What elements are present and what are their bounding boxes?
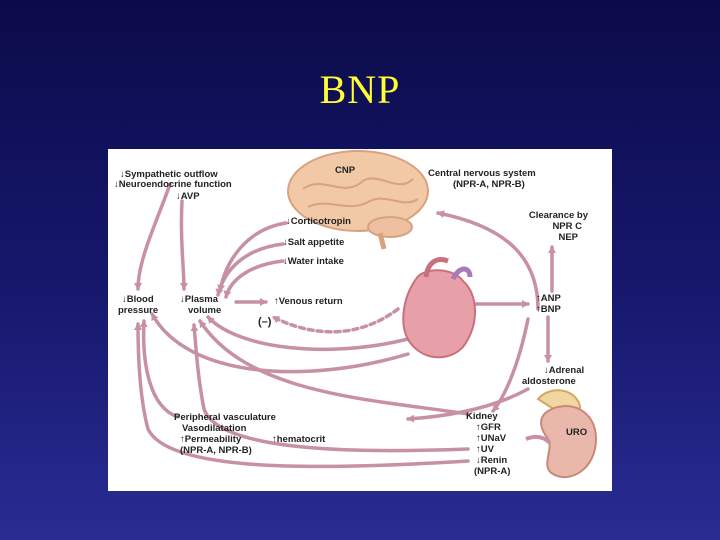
periph-label-3: ↑Permeability [180,434,242,445]
kidney-illustration [525,389,598,479]
arrow-cns-blood-pressure [134,182,172,291]
kidney-label-2: ↑GFR [476,422,501,433]
kidney-label-6: (NPR-A) [474,466,511,477]
arrow-bnp-kidney [491,317,530,413]
arrow-water-intake [223,259,285,299]
adrenal-label-1: ↓Adrenal [544,365,585,376]
arrow-heart-to-bp [150,312,410,374]
negative-feedback-symbol: (–) [258,316,272,328]
heart-illustration [402,257,476,359]
blood-pressure-label-1: ↓Blood [122,294,154,305]
anp-label: ↑ANP [536,293,561,304]
uro-label: URO [566,427,588,438]
arrow-adrenal-loop [406,387,530,423]
periph-label-2: Vasodilatation [182,423,247,434]
kidney-label-3: ↑UNaV [476,433,507,444]
cns-label: Central nervous system [428,168,536,179]
arrow-avp-plasma [179,199,188,291]
clearance-label-2: NPR C [552,221,582,232]
sympathetic-label: ↓Sympathetic outflow [120,169,218,180]
arrow-corticotropin [217,221,288,293]
neuroendocrine-label: ↓Neuroendocrine function [114,179,232,190]
arrow-salt-appetite [215,242,285,297]
arrow-periph-to-bp [139,319,180,419]
brain-illustration [287,150,429,250]
diagram-arrows [134,150,598,479]
arrow-kidney-to-plasma [198,319,470,416]
corticotropin-label: ↓Corticotropin [286,216,351,227]
arrow-outer-loop-bp [134,322,470,469]
plasma-volume-label-2: volume [188,305,222,316]
periph-label-1: Peripheral vasculature [174,412,276,423]
plasma-volume-label-1: ↓Plasma [180,294,219,305]
arrow-heart-to-plasma [206,315,410,352]
clearance-label-1: Clearance by [528,210,588,221]
arrow-heart-to-minus [271,307,400,334]
salt-appetite-label: ↓Salt appetite [283,237,345,248]
blood-pressure-label-2: pressure [118,305,159,316]
kidney-label-5: ↓Renin [476,455,508,466]
clearance-label-3: NEP [558,232,578,243]
cns-receptors: (NPR-A, NPR-B) [453,179,525,190]
avp-label: ↓AVP [176,191,200,202]
periph-label-4: (NPR-A, NPR-B) [180,445,252,456]
kidney-label-1: Kidney [466,411,498,422]
hematocrit-label: ↑hematocrit [272,434,326,445]
venous-return-label: ↑Venous return [274,296,343,307]
adrenal-label-2: aldosterone [522,376,576,387]
water-intake-label: ↓Water intake [283,256,344,267]
slide-title: BNP [319,67,401,112]
kidney-label-4: ↑UV [476,444,494,455]
arrow-clearance-to-cns [436,210,540,311]
arrow-outer-loop-plasma [190,323,470,453]
bnp-physiology-diagram: CNP Central nervous system (NPR-A, NPR-B… [108,149,612,491]
brain-label: CNP [335,165,356,176]
bnp-label: ↑BNP [536,304,561,315]
